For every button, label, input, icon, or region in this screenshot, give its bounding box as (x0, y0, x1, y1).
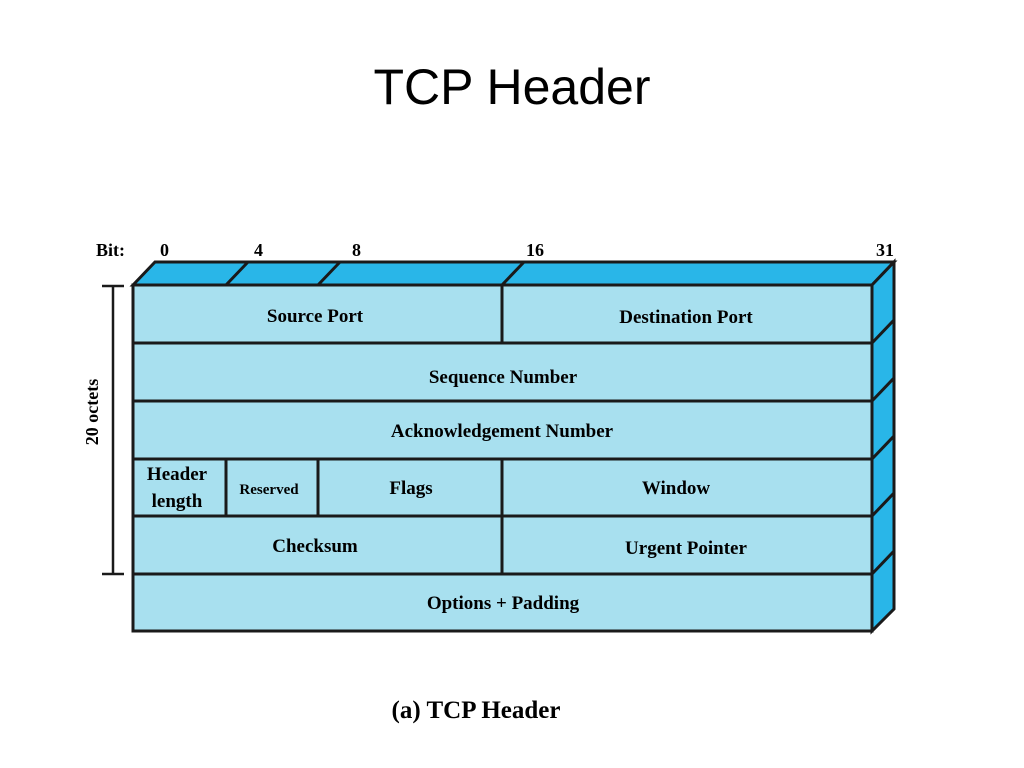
field-header-length-line2: length (152, 491, 203, 512)
bit-tick-8: 8 (352, 240, 361, 260)
field-acknowledgement-number: Acknowledgement Number (391, 421, 614, 442)
field-window: Window (642, 478, 711, 499)
field-options-padding: Options + Padding (427, 593, 580, 614)
bit-label: Bit: (96, 240, 125, 260)
depth-right-divider-4 (870, 491, 896, 518)
depth-right-divider-5 (870, 549, 896, 576)
bit-tick-16: 16 (526, 240, 544, 260)
field-destination-port: Destination Port (619, 307, 753, 328)
field-urgent-pointer: Urgent Pointer (625, 538, 747, 559)
field-checksum: Checksum (272, 536, 358, 557)
octets-label: 20 octets (82, 379, 102, 445)
bit-tick-4: 4 (254, 240, 263, 260)
depth-top-divider-8 (316, 260, 342, 287)
depth-right-divider-1 (870, 318, 896, 345)
field-sequence-number: Sequence Number (429, 367, 578, 388)
slide-title: TCP Header (373, 59, 651, 115)
depth-top-divider-16 (500, 260, 526, 287)
field-source-port: Source Port (267, 306, 364, 327)
depth-top-divider-4 (224, 260, 250, 287)
bit-tick-0: 0 (160, 240, 169, 260)
bit-tick-31: 31 (876, 240, 894, 260)
diagram-caption: (a) TCP Header (392, 697, 561, 724)
field-flags: Flags (389, 478, 432, 499)
field-header-length-line1: Header (147, 464, 208, 485)
field-reserved: Reserved (239, 482, 299, 498)
depth-right-divider-2 (870, 376, 896, 403)
depth-right-divider-3 (870, 434, 896, 461)
